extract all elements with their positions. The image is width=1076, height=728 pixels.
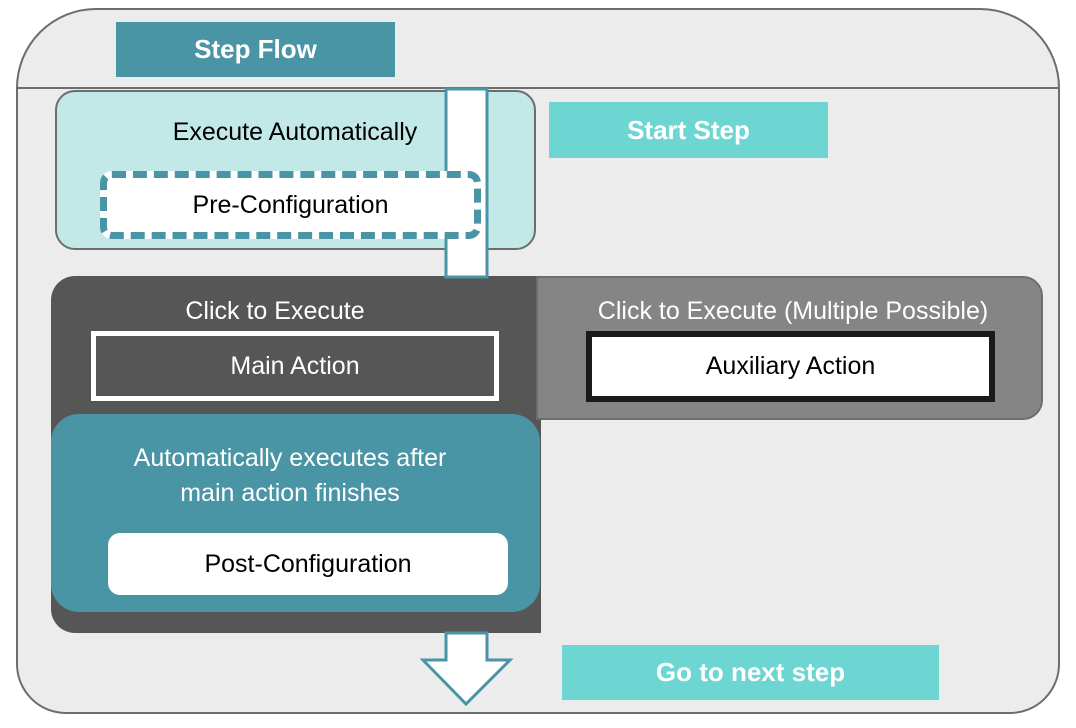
post-execute-label: Automatically executes after main action… (70, 441, 510, 511)
post-execute-label-line2: main action finishes (180, 479, 400, 507)
post-configuration-box[interactable]: Post-Configuration (108, 533, 508, 595)
start-step-label: Start Step (549, 102, 828, 158)
auxiliary-action-button[interactable]: Auxiliary Action (586, 331, 995, 402)
main-click-label: Click to Execute (185, 296, 365, 325)
auxiliary-click-label: Click to Execute (Multiple Possible) (597, 296, 989, 325)
main-action-button[interactable]: Main Action (91, 331, 499, 401)
down-arrow-icon (419, 631, 514, 707)
auto-execute-label: Execute Automatically (172, 117, 418, 146)
next-step-label: Go to next step (562, 645, 939, 700)
post-execute-label-line1: Automatically executes after (133, 444, 447, 472)
step-flow-title: Step Flow (116, 22, 395, 77)
pre-configuration-box[interactable]: Pre-Configuration (100, 171, 481, 239)
header-divider (18, 87, 1058, 89)
